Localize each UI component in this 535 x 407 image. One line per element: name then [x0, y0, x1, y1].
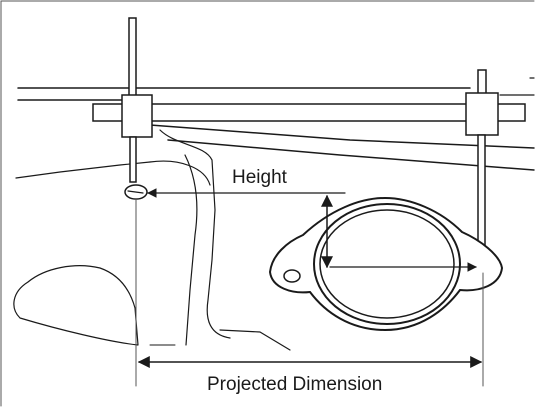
left-pointer — [121, 17, 153, 200]
frame-rails — [17, 77, 535, 171]
height-label: Height — [232, 167, 288, 188]
projected-dimension — [135, 198, 484, 387]
gauge-bar — [92, 103, 526, 122]
exhaust-flange — [268, 196, 504, 332]
projected-dimension-label: Projected Dimension — [207, 374, 382, 395]
body-contours — [13, 129, 291, 351]
height-dimension — [147, 188, 477, 272]
